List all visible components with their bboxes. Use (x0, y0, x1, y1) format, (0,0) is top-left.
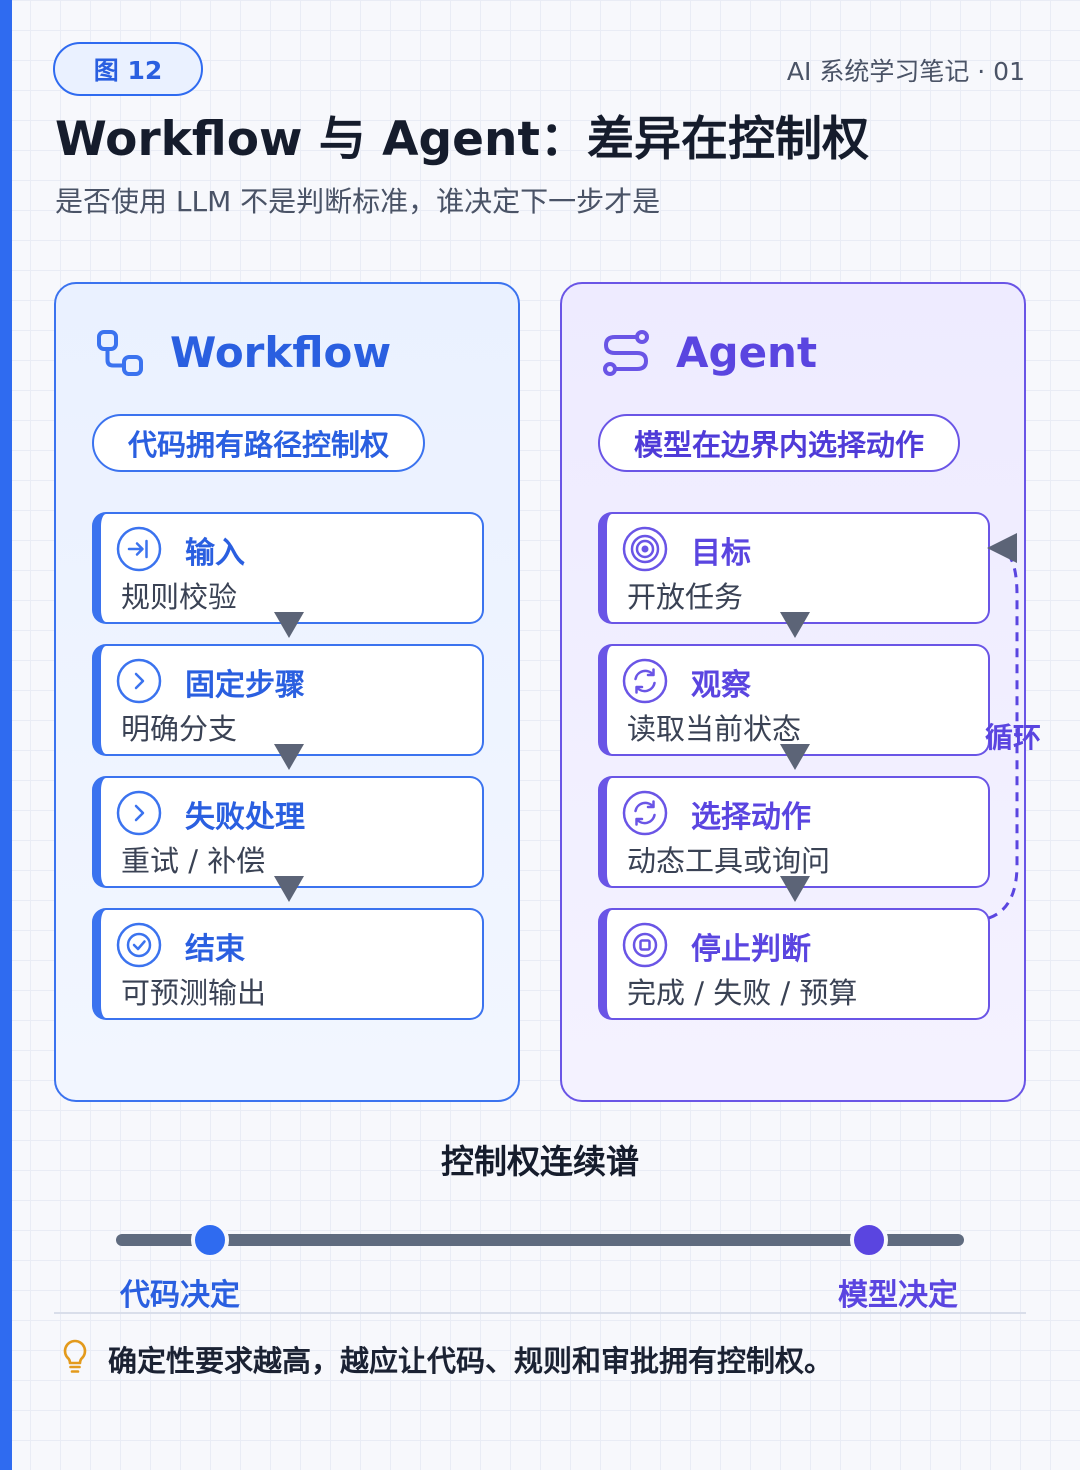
step-title: 固定步骤 (185, 668, 305, 703)
workflow-step-fixed: 固定步骤 明确分支 (92, 644, 484, 756)
flow-arrow (274, 744, 304, 770)
step-title: 观察 (691, 668, 751, 703)
spectrum-label-code: 代码决定 (120, 1278, 240, 1313)
step-title: 目标 (691, 536, 751, 571)
figure-badge: 图 12 (53, 42, 203, 96)
lightbulb-icon (63, 1339, 87, 1373)
step-description: 动态工具或询问 (627, 844, 831, 878)
step-title: 停止判断 (691, 932, 811, 967)
left-accent-stripe (0, 0, 12, 1470)
agent-header: Agent (602, 328, 817, 377)
spectrum-track (116, 1234, 964, 1246)
agent-name: Agent (676, 328, 818, 377)
workflow-header: Workflow (96, 328, 391, 377)
flow-arrow (274, 876, 304, 902)
divider (54, 1312, 1026, 1314)
loop-back-arrow (987, 533, 1019, 920)
stop-icon (622, 922, 668, 968)
agent-step-observe: 观察 读取当前状态 (598, 644, 990, 756)
spectrum-knob-code (191, 1221, 229, 1259)
chevron-right-icon (116, 790, 162, 836)
step-description: 重试 / 补偿 (121, 844, 266, 878)
agent-panel: Agent 模型在边界内选择动作 目标 开放任务 观察 读取当前状态 (560, 282, 1026, 1102)
step-description: 完成 / 失败 / 预算 (627, 976, 858, 1010)
flow-arrow (780, 744, 810, 770)
spectrum-label-model: 模型决定 (838, 1278, 958, 1313)
page-subtitle: 是否使用 LLM 不是判断标准，谁决定下一步才是 (55, 185, 661, 218)
login-arrow-icon (116, 526, 162, 572)
chevron-right-icon (116, 658, 162, 704)
series-label: AI 系统学习笔记 · 01 (786, 57, 1025, 86)
workflow-step-end: 结束 可预测输出 (92, 908, 484, 1020)
spectrum-knob-model (850, 1221, 888, 1259)
agent-route-icon (603, 329, 649, 376)
workflow-control-pill: 代码拥有路径控制权 (92, 414, 426, 472)
step-description: 可预测输出 (121, 976, 267, 1010)
workflow-step-failure: 失败处理 重试 / 补偿 (92, 776, 484, 888)
step-title: 结束 (185, 932, 245, 967)
spectrum-title: 控制权连续谱 (441, 1142, 639, 1181)
step-description: 规则校验 (121, 580, 238, 614)
flow-arrow (780, 612, 810, 638)
refresh-icon (622, 790, 668, 836)
step-title: 失败处理 (185, 800, 305, 835)
page-title: Workflow 与 Agent：差异在控制权 (55, 112, 869, 167)
agent-step-goal: 目标 开放任务 (598, 512, 990, 624)
step-description: 明确分支 (121, 712, 238, 746)
workflow-step-input: 输入 规则校验 (92, 512, 484, 624)
loop-arrowhead (987, 533, 1017, 563)
workflow-panel: Workflow 代码拥有路径控制权 输入 规则校验 固定步骤 明确分支 失败处… (54, 282, 520, 1102)
step-title: 选择动作 (691, 800, 811, 835)
note-text: 确定性要求越高，越应让代码、规则和审批拥有控制权。 (108, 1344, 834, 1378)
workflow-nodes-icon (97, 329, 143, 376)
workflow-name: Workflow (170, 328, 392, 377)
check-circle-icon (116, 922, 162, 968)
agent-step-stop: 停止判断 完成 / 失败 / 预算 (598, 908, 990, 1020)
loop-label: 循环 (985, 721, 1042, 754)
agent-control-pill: 模型在边界内选择动作 (598, 414, 961, 472)
flow-arrow (780, 876, 810, 902)
agent-step-choose: 选择动作 动态工具或询问 (598, 776, 990, 888)
flow-arrow (274, 612, 304, 638)
target-icon (622, 526, 668, 572)
step-description: 开放任务 (627, 580, 744, 614)
step-description: 读取当前状态 (627, 712, 802, 746)
refresh-icon (622, 658, 668, 704)
step-title: 输入 (185, 536, 245, 571)
